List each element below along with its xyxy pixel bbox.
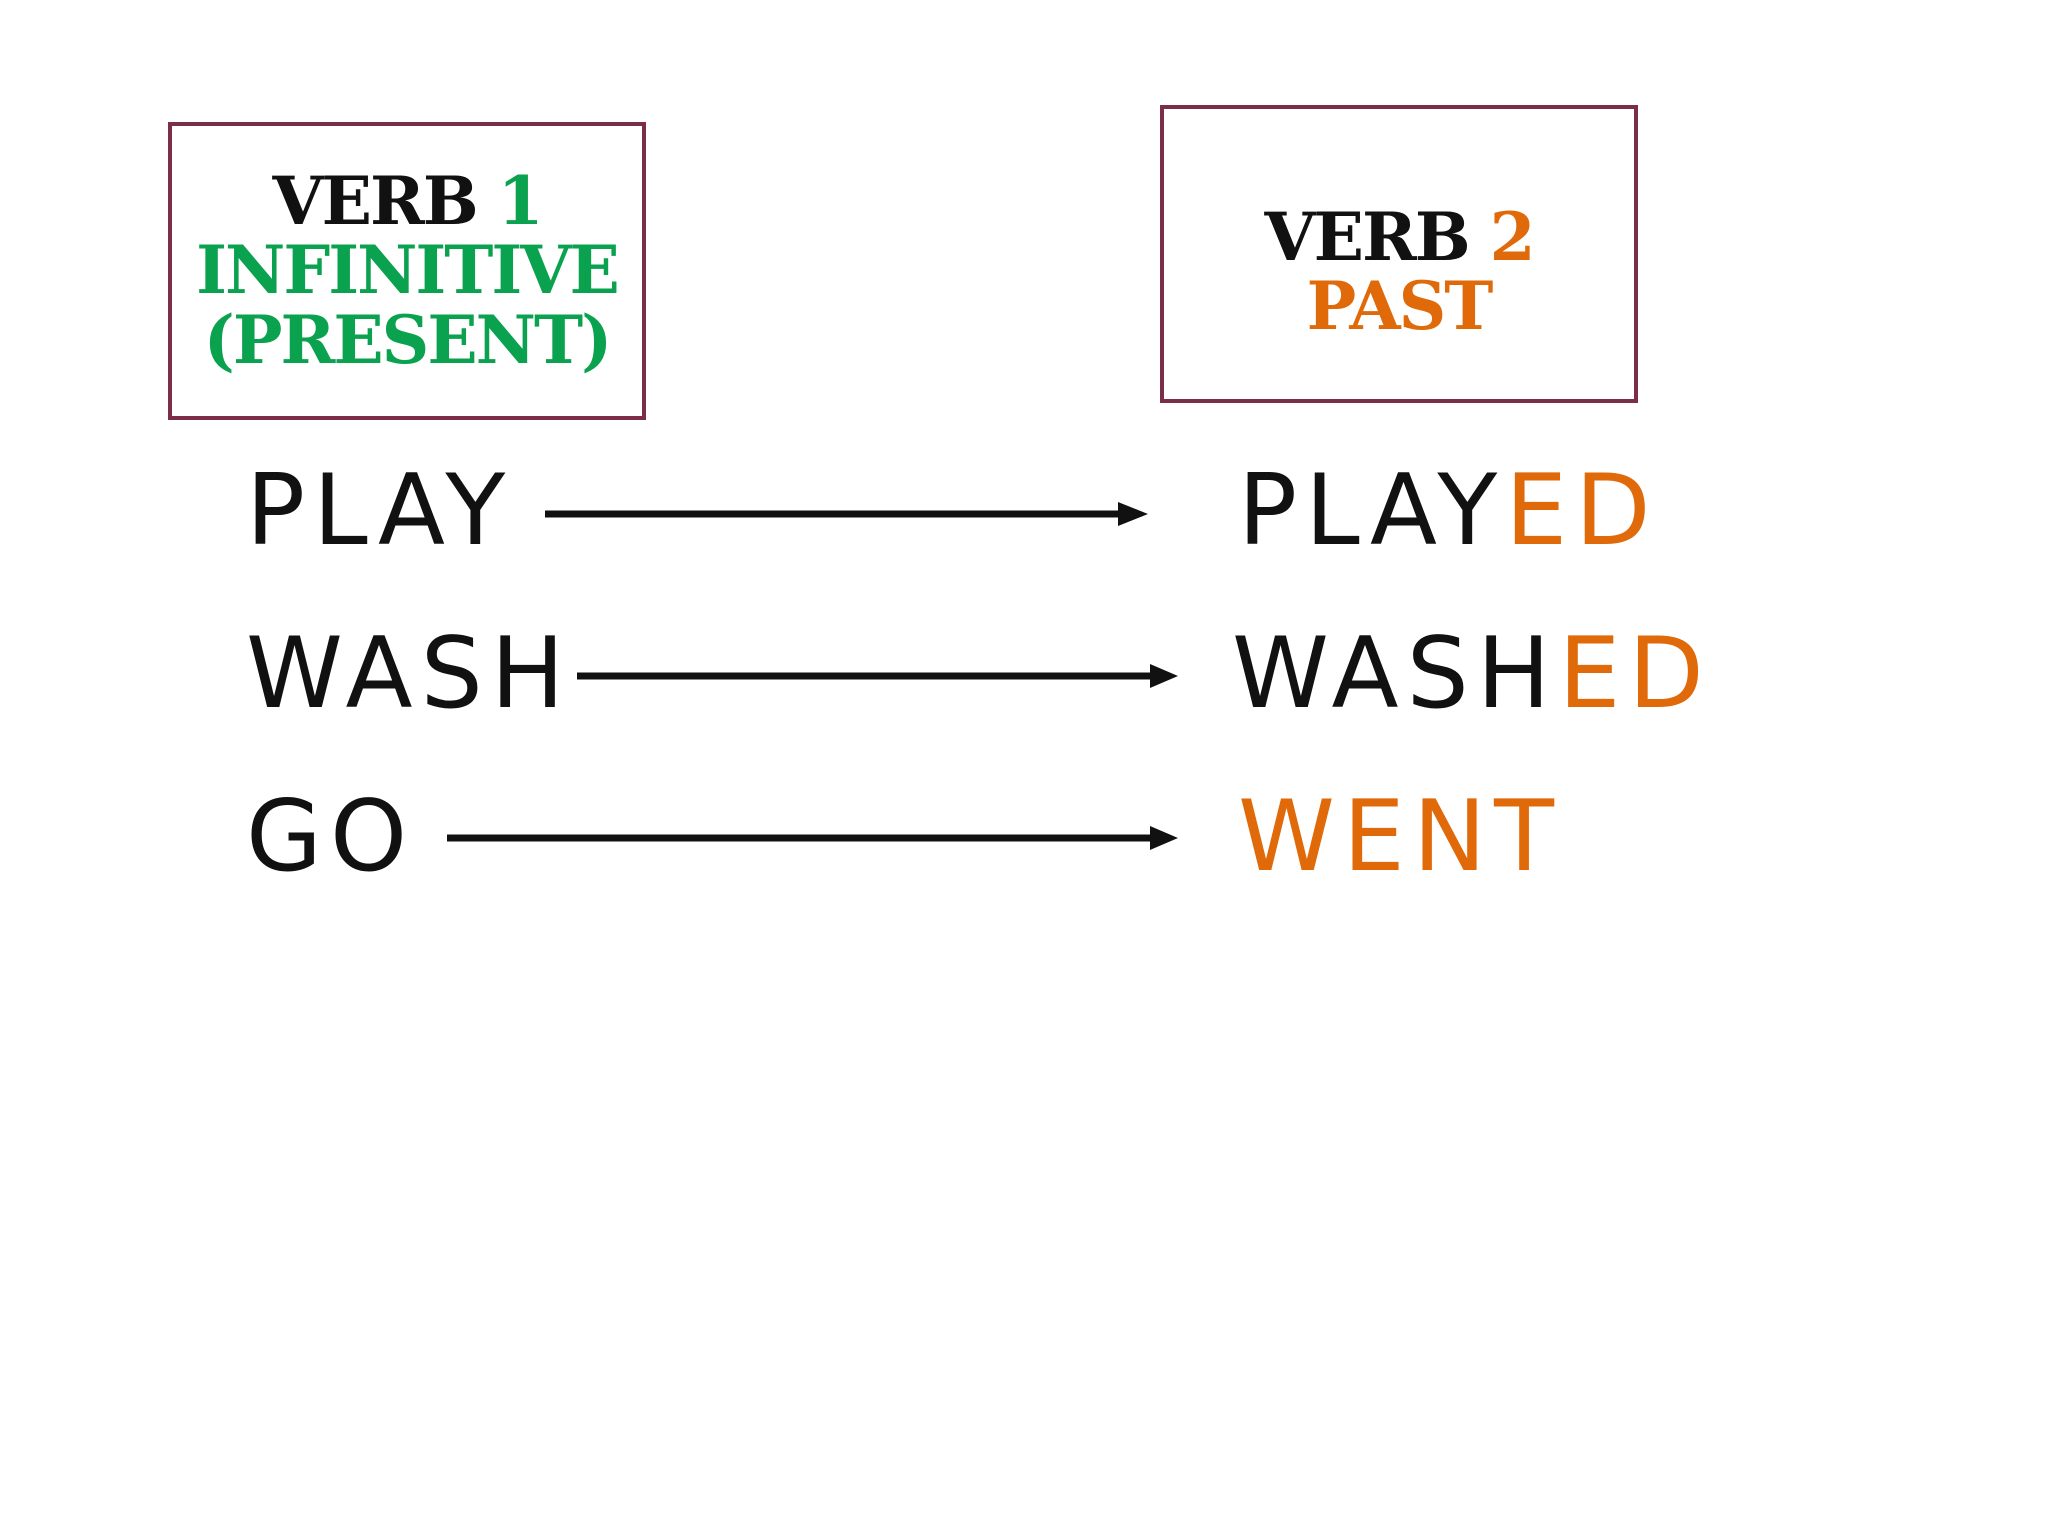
verb2-title: VERB 2	[1264, 202, 1535, 272]
infinitive-play: PLAY	[246, 454, 514, 568]
past-suffix-ed: ED	[1505, 454, 1659, 568]
infinitive-go: GO	[246, 780, 416, 894]
past-washed: WASHED	[1232, 625, 1712, 723]
verb2-word: VERB	[1264, 197, 1470, 276]
past-went: WENT	[1238, 780, 1562, 894]
verb1-number: 1	[497, 162, 544, 241]
verb2-header-box: VERB 2 PAST	[1160, 105, 1638, 403]
infinitive-wash: WASH	[246, 617, 573, 731]
verb2-number: 2	[1489, 197, 1536, 276]
past-stem: PLAY	[1238, 454, 1506, 568]
arrow-row-3	[447, 826, 1178, 850]
verb1-word: VERB	[272, 162, 478, 241]
verb1-title: VERB 1	[272, 166, 543, 236]
past-stem: WASH	[1232, 617, 1559, 731]
arrow-row-1	[545, 502, 1148, 526]
past-played: PLAYED	[1238, 462, 1659, 560]
verb2-past-label: PAST	[1306, 267, 1494, 345]
verb1-infinitive-label: INFINITIVE	[196, 231, 620, 310]
verb1-header-box: VERB 1 INFINITIVE (PRESENT)	[168, 122, 646, 420]
arrow-row-2	[577, 664, 1178, 688]
past-suffix-ed: ED	[1558, 617, 1712, 731]
verb1-present-label: (PRESENT)	[203, 300, 613, 379]
